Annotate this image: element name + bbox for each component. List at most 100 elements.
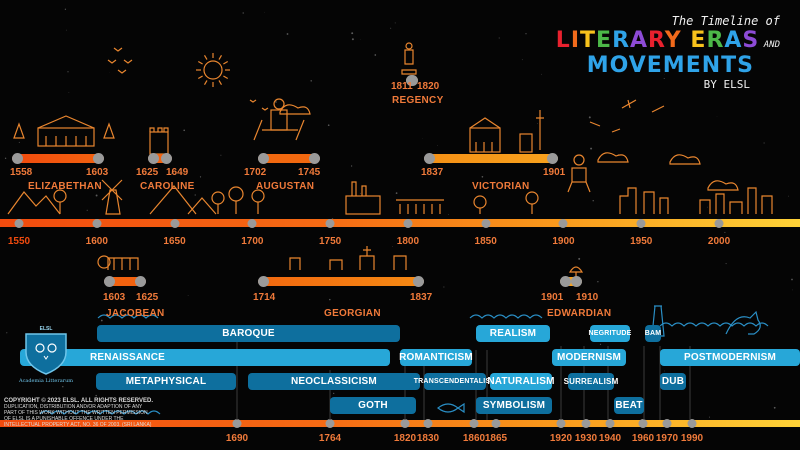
factory-icon (345, 181, 381, 215)
era-name: ELIZABETHAN (28, 181, 102, 192)
bottom-axis-label: 1990 (680, 433, 704, 444)
bottom-axis-dot (400, 419, 410, 428)
top-axis-dot (403, 219, 413, 228)
palace-icon (13, 115, 115, 147)
movement-naturalism[interactable]: NATURALISM (487, 373, 554, 390)
movement-baroque[interactable]: BAROQUE (97, 325, 400, 342)
era-start: 1702 (244, 167, 267, 178)
logo: ELSL Academia Litterarum (19, 326, 73, 388)
era-start: 1603 (103, 292, 126, 303)
era-bar-augustan[interactable] (258, 153, 320, 164)
logo-subtext: Academia Litterarum (18, 378, 74, 384)
bottom-axis-label: 1865 (484, 433, 508, 444)
top-axis-dot (481, 219, 491, 228)
owl-shield-icon (25, 333, 67, 375)
city-skyline-icon (619, 187, 773, 214)
era-end: 1649 (166, 167, 189, 178)
birds-icon (107, 47, 269, 111)
soldiers-icon (396, 199, 444, 214)
bottom-axis-dot (491, 419, 501, 428)
top-axis-label: 1950 (630, 236, 653, 247)
title-block: The Timeline of LITERARY ERAS AND MOVEME… (556, 14, 780, 91)
top-axis-dot (714, 219, 724, 228)
movement-transcendentalism[interactable]: TRANSCENDENTALISM (414, 373, 496, 390)
top-axis-label: 2000 (707, 236, 731, 247)
top-axis-label: 1900 (552, 236, 575, 247)
bottom-axis-dot (687, 419, 697, 428)
top-axis-dot (92, 219, 102, 228)
top-axis-dot (325, 219, 335, 228)
era-end: 1745 (298, 167, 321, 178)
era-end: 1837 (410, 292, 433, 303)
era-start: 1558 (10, 167, 33, 178)
movement-dub[interactable]: DUB (660, 373, 686, 390)
mountain-icon (7, 185, 217, 215)
bottom-axis-label: 1860 (462, 433, 486, 444)
era-bar-jacobean[interactable] (104, 276, 146, 287)
title-line3: MOVEMENTS (586, 53, 754, 78)
victorian-buildings-icon (469, 110, 544, 153)
era-bar-victorian[interactable] (424, 153, 558, 164)
top-axis-label: 1550 (7, 236, 31, 247)
bottom-axis-dot (581, 419, 591, 428)
movement-bam[interactable]: BAM (645, 325, 661, 342)
top-axis-line (0, 219, 800, 227)
movement-modernism[interactable]: MODERNISM (552, 349, 626, 366)
dinosaur-icon (725, 310, 761, 335)
movement-romanticism[interactable]: ROMANTICISM (399, 349, 473, 366)
airplane-icon (589, 99, 665, 133)
movement-neoclassicism[interactable]: NEOCLASSICISM (248, 373, 420, 390)
era-start: 1714 (253, 292, 276, 303)
era-bar-caroline[interactable] (148, 153, 172, 164)
movement-realism[interactable]: REALISM (476, 325, 550, 342)
trees-icon (53, 186, 539, 214)
logo-text: ELSL (39, 326, 53, 332)
bottom-axis-label: 1830 (416, 433, 440, 444)
era-end: 1625 (136, 292, 159, 303)
movement-negritude[interactable]: NEGRITUDE (588, 325, 631, 342)
movement-goth[interactable]: GOTH (330, 397, 416, 414)
era-name: AUGUSTAN (256, 181, 315, 192)
copyright-body: DUPLICATION, DISTRIBUTION AND/OR ADAPTIO… (4, 404, 152, 428)
bottom-axis-label: 1940 (598, 433, 622, 444)
copyright-main: COPYRIGHT © 2023 ELSL. ALL RIGHTS RESERV… (4, 398, 154, 404)
era-bar-edwardian[interactable] (560, 276, 582, 287)
bottom-axis-dot (605, 419, 615, 428)
era-name: CAROLINE (140, 181, 195, 192)
bottom-axis-dot (556, 419, 566, 428)
bottom-axis-label: 1820 (393, 433, 417, 444)
statue-icon (253, 98, 305, 141)
era-name: EDWARDIAN (547, 308, 612, 319)
movement-symbolism[interactable]: SYMBOLISM (476, 397, 552, 414)
era-name: JACOBEAN (106, 308, 165, 319)
movement-metaphysical[interactable]: METAPHYSICAL (96, 373, 236, 390)
era-name: VICTORIAN (472, 181, 530, 192)
era-name: REGENCY (392, 95, 444, 106)
era-bar-regency[interactable] (406, 75, 418, 86)
bottom-axis-dot (469, 419, 479, 428)
title-line1: The Timeline of (671, 14, 780, 28)
top-axis-label: 1650 (163, 236, 186, 247)
bottom-axis-label: 1960 (631, 433, 655, 444)
title-line2: LITERARY ERAS (555, 28, 760, 53)
era-bar-elizabethan[interactable] (12, 153, 104, 164)
top-axis-label: 1600 (85, 236, 108, 247)
top-axis-dot (14, 219, 24, 228)
bottom-axis-dot (423, 419, 433, 428)
top-axis-label: 1700 (241, 236, 264, 247)
bottom-axis-label: 1930 (574, 433, 598, 444)
era-end: 1820 (417, 81, 440, 92)
bottom-axis-line (0, 420, 800, 427)
movement-beat[interactable]: BEAT (614, 397, 644, 414)
robot-icon (567, 154, 591, 193)
title-and: AND (763, 40, 780, 50)
movement-surrealism[interactable]: SURREALISM (564, 373, 618, 390)
movement-postmodernism[interactable]: POSTMODERNISM (660, 349, 800, 366)
era-bar-georgian[interactable] (258, 276, 424, 287)
regency-statue-icon (401, 42, 417, 75)
era-start: 1837 (421, 167, 444, 178)
title-byline: BY ELSL (703, 78, 750, 91)
movement-renaissance[interactable]: RENAISSANCE (20, 349, 390, 366)
